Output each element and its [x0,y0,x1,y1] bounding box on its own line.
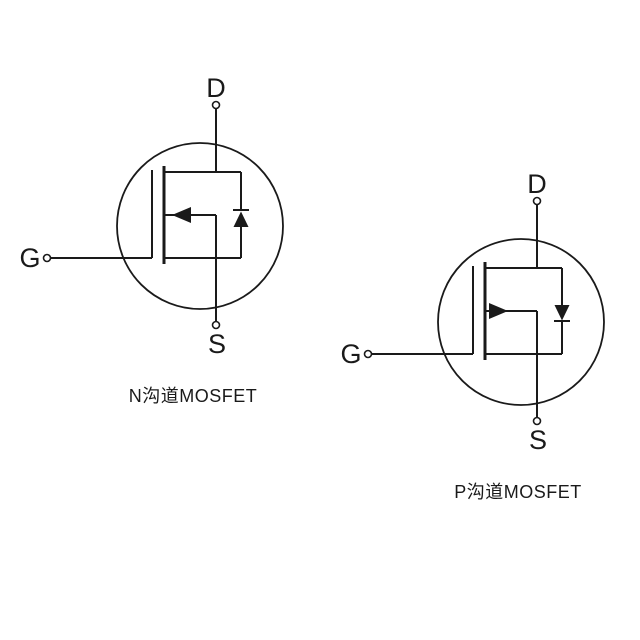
n-source-pin [211,320,221,330]
n-channel-mosfet-symbol: D G S N沟道MOSFET [19,73,284,406]
p-gate-pin [363,349,373,359]
p-mosfet-caption: P沟道MOSFET [454,482,582,502]
p-source-pin [532,416,542,426]
p-channel-mosfet-symbol: D G S P沟道MOSFET [340,169,605,502]
n-body-arrow-icon [172,207,191,223]
p-diode-arrow-icon [554,305,570,321]
p-mosfet-outline-circle [437,238,605,406]
n-source-label: S [208,329,226,359]
n-mosfet-outline-circle [116,142,284,310]
p-gate-label: G [340,339,361,369]
p-body-arrow-icon [489,303,508,319]
p-drain-pin [532,196,542,206]
n-drain-label: D [206,73,226,103]
n-diode-arrow-icon [233,211,249,227]
p-drain-label: D [527,169,547,199]
p-source-label: S [529,425,547,455]
n-drain-pin [211,100,221,110]
n-gate-pin [42,253,52,263]
n-mosfet-caption: N沟道MOSFET [129,386,258,406]
n-gate-label: G [19,243,40,273]
